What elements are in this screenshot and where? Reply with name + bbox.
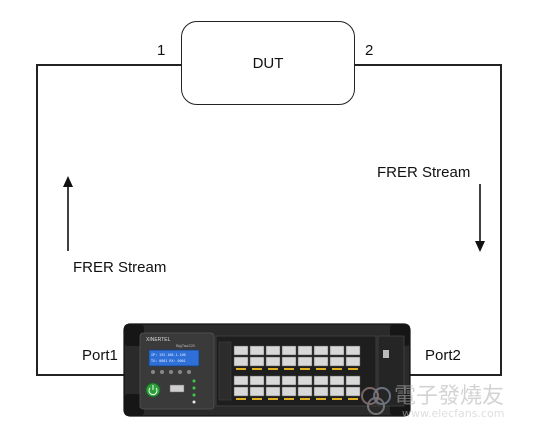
arrow-up-icon (63, 176, 73, 251)
port-row-top (233, 345, 361, 367)
device-screen (148, 349, 200, 367)
device-screen-line1: IP: 192.168.1.100 (151, 353, 186, 357)
stream-label-right: FRER Stream (377, 164, 471, 181)
wire-left-vertical (36, 64, 38, 375)
watermark-url: www.elecfans.com (402, 407, 505, 420)
port-label-strip-bottom (236, 398, 358, 400)
wire-top-left (36, 64, 182, 66)
device-screen-line2: TX: 0001 RX: 0001 (151, 359, 186, 363)
dut-port1-label: 1 (157, 42, 166, 59)
port-label-strip-top (236, 368, 358, 370)
dut-port2-label: 2 (365, 42, 374, 59)
wire-right-vertical (500, 64, 502, 375)
tester-port2-label: Port2 (425, 347, 461, 364)
watermark: 電子發燒友 www.elecfans.com (354, 376, 529, 428)
dut-label: DUT (252, 54, 284, 72)
watermark-text: 電子發燒友 (394, 384, 505, 409)
tester-port1-label: Port1 (82, 347, 118, 364)
device-brand: XINERTEL (146, 337, 171, 343)
watermark-logo-icon (361, 387, 391, 415)
wire-bottom-right (402, 374, 502, 376)
wire-bottom-left (36, 374, 132, 376)
wire-top-right (354, 64, 501, 66)
port-row-bottom (233, 375, 361, 397)
device-model: BigTao220 (176, 343, 196, 348)
arrow-down-icon (475, 184, 485, 252)
dut-box: DUT (181, 21, 355, 105)
stream-label-left: FRER Stream (73, 259, 167, 276)
